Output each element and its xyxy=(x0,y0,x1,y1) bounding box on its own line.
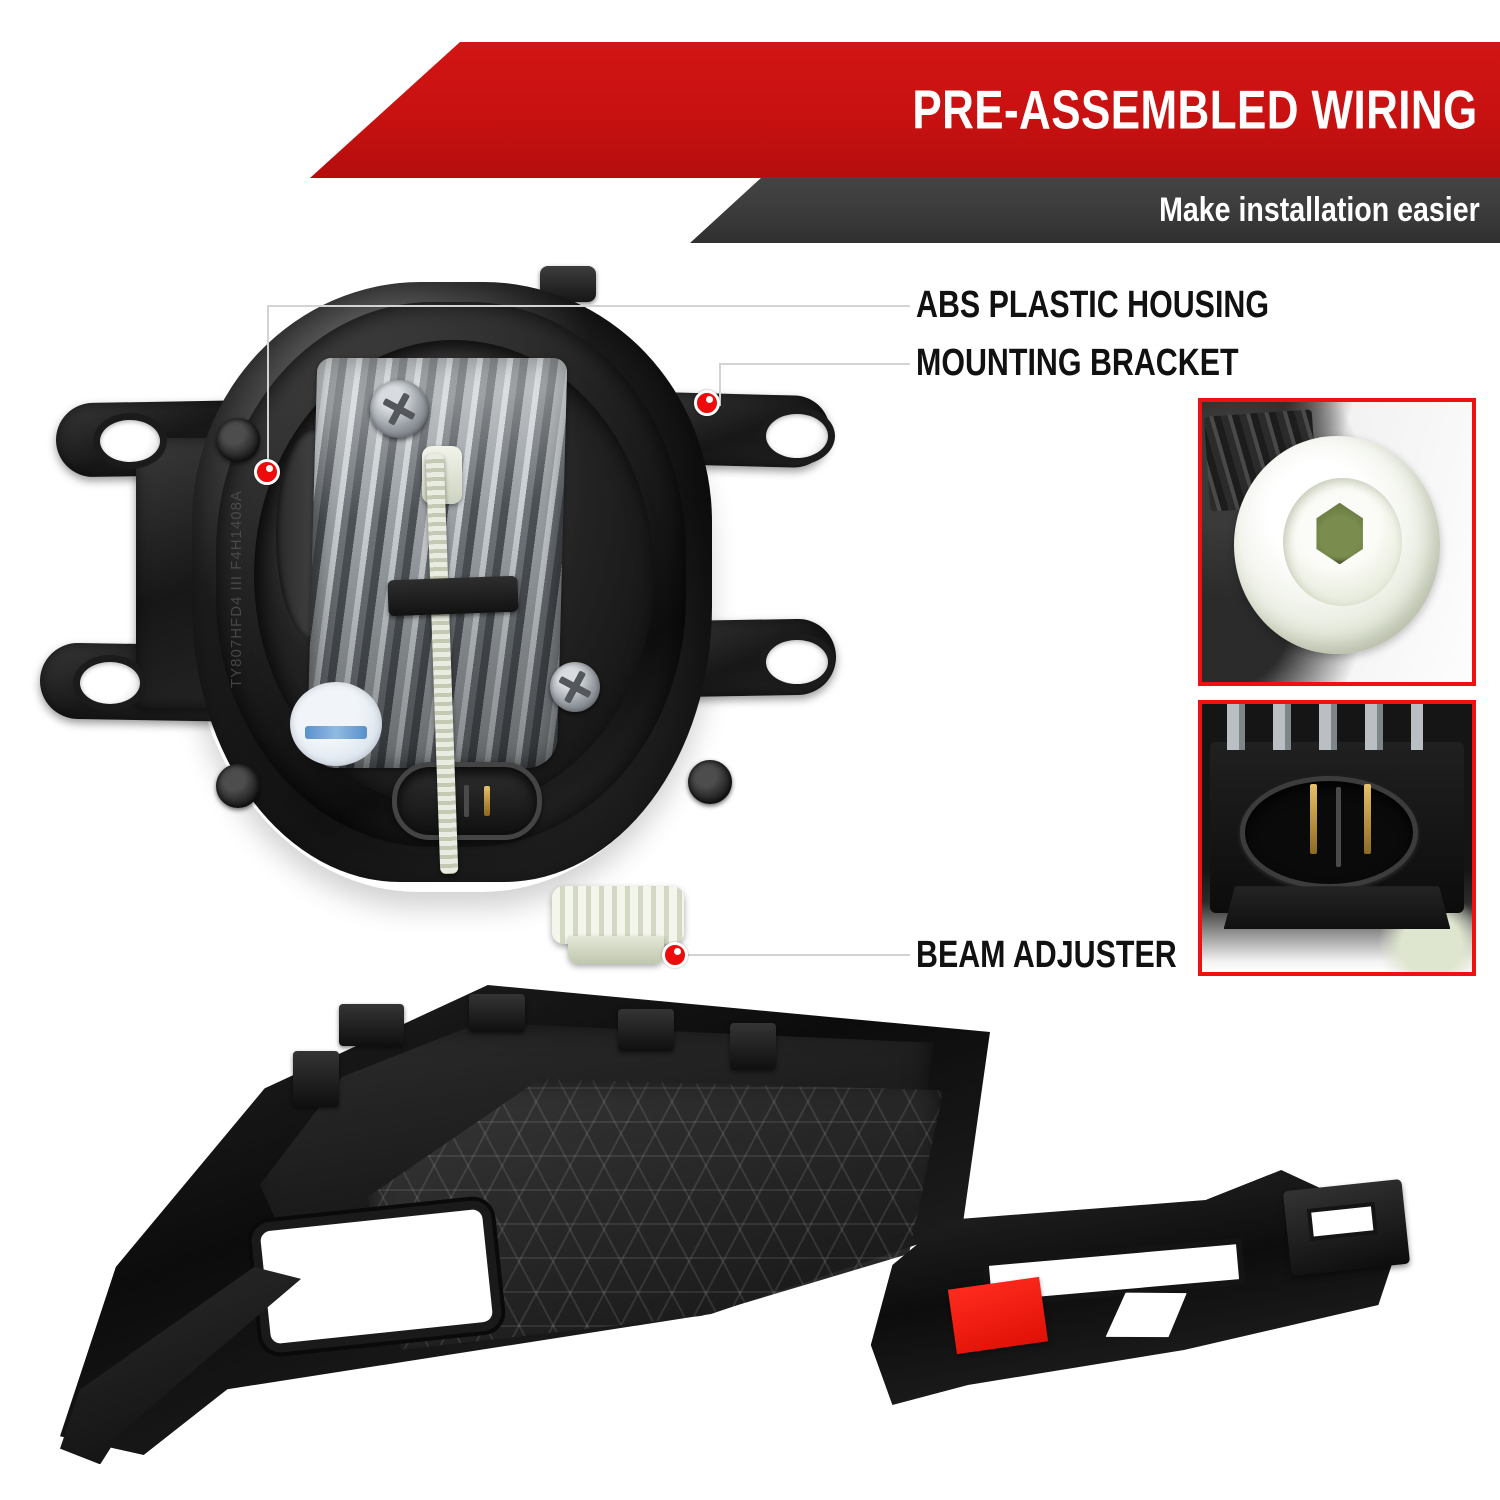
closeup-connector-pin-left xyxy=(1310,784,1317,855)
header-dark-banner: Make installation easier xyxy=(690,177,1500,243)
small-bracket-clip-tab xyxy=(1282,1179,1410,1276)
beam-adjuster-gear-collar xyxy=(568,936,664,964)
marker-dot-mounting-bracket xyxy=(694,390,720,416)
leader-line-housing-horizontal xyxy=(267,305,910,307)
phillips-screw-upper xyxy=(370,380,428,438)
two-pin-connector-port xyxy=(392,762,542,840)
connector-closeup-fins xyxy=(1212,704,1424,750)
bezel-clip-tab-3 xyxy=(618,1008,674,1051)
connector-closeup-photo xyxy=(1202,704,1472,972)
pivot-socket-1 xyxy=(216,418,260,462)
callout-label-beam-adjuster: BEAM ADJUSTER xyxy=(916,934,1177,976)
header-title: PRE-ASSEMBLED WIRING xyxy=(912,78,1478,141)
header-subtitle: Make installation easier xyxy=(1159,191,1480,229)
bezel-clip-tab-5 xyxy=(729,1022,777,1070)
callout-label-mounting-bracket: MOUNTING BRACKET xyxy=(916,342,1239,384)
inset-wiring-connector-closeup xyxy=(1198,700,1476,976)
marker-dot-abs-plastic-housing xyxy=(254,459,280,485)
red-warning-sticker xyxy=(947,1276,1048,1354)
leader-line-bracket-horizontal xyxy=(719,363,910,365)
bezel-clip-tab-1 xyxy=(339,1003,405,1047)
fog-light-bezel-grille-photo xyxy=(60,985,990,1465)
fog-light-assembly-photo: TY807HFD4 III F4H1408A xyxy=(39,262,840,964)
connector-base-flange xyxy=(1223,886,1451,930)
beam-adjuster-closeup-photo xyxy=(1202,402,1472,682)
product-label-sticker xyxy=(290,682,382,766)
bezel-clip-tab-2 xyxy=(469,994,525,1032)
leader-line-housing-vertical xyxy=(267,306,269,472)
leader-line-bracket-vertical xyxy=(719,364,721,406)
mounting-bolt-hole-1 xyxy=(100,420,160,462)
pivot-socket-3 xyxy=(688,760,732,804)
connector-center-rib xyxy=(464,784,470,818)
beam-adjuster-gear xyxy=(552,886,684,944)
bezel-fog-light-opening xyxy=(259,1208,494,1345)
mounting-bolt-hole-3 xyxy=(766,414,828,458)
adjuster-hex-socket xyxy=(1316,502,1363,565)
mounting-bolt-hole-4 xyxy=(766,640,828,684)
header-red-banner: PRE-ASSEMBLED WIRING xyxy=(310,42,1500,178)
marker-dot-beam-adjuster xyxy=(662,942,688,968)
molded-part-number: TY807HFD4 III F4H1408A xyxy=(228,490,245,688)
bezel-clip-tab-4 xyxy=(292,1050,339,1108)
callout-label-abs-plastic-housing: ABS PLASTIC HOUSING xyxy=(916,284,1269,326)
small-mounting-bracket-photo xyxy=(860,1165,1410,1415)
phillips-screw-lower xyxy=(550,662,600,712)
pivot-socket-2 xyxy=(216,764,260,808)
closeup-connector-rib xyxy=(1335,787,1341,868)
inset-beam-adjuster-closeup xyxy=(1198,398,1476,686)
mounting-bolt-hole-2 xyxy=(80,662,140,704)
connector-oval-shroud xyxy=(1239,776,1418,889)
adjuster-retaining-clip xyxy=(387,575,519,617)
leader-line-beam-adjuster xyxy=(688,954,910,956)
closeup-connector-pin-right xyxy=(1364,784,1371,855)
connector-pin-right xyxy=(483,786,490,816)
